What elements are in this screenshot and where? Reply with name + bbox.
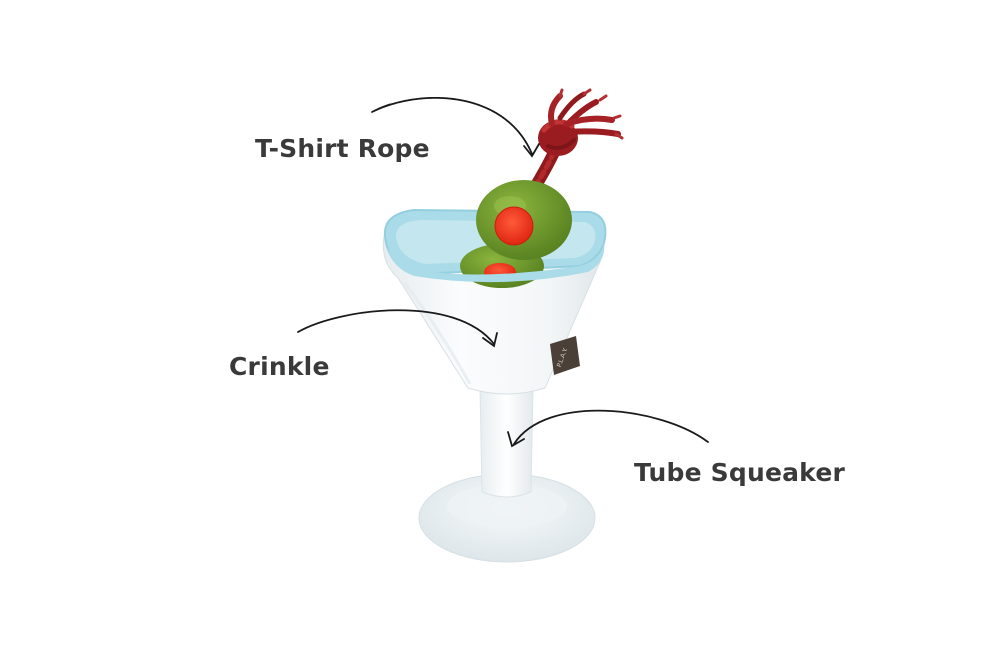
rope-arrow bbox=[371, 97, 533, 155]
callout-crinkle: Crinkle bbox=[229, 352, 330, 381]
tube-arrow bbox=[513, 409, 709, 445]
olive-upper bbox=[476, 180, 572, 260]
glass-base bbox=[418, 473, 596, 563]
tube-arrowhead bbox=[507, 431, 525, 448]
brand-tag: P.L.A.Y. bbox=[550, 336, 580, 375]
rope-arrowhead bbox=[523, 143, 540, 158]
rim-front-lip bbox=[386, 244, 605, 283]
callout-tube-squeaker: Tube Squeaker bbox=[634, 458, 846, 487]
crinkle-arrowhead bbox=[482, 332, 498, 348]
callout-arrows bbox=[297, 97, 709, 448]
glass-stem bbox=[479, 387, 534, 498]
callout-t-shirt-rope: T-Shirt Rope bbox=[255, 134, 430, 163]
crinkle-arrow bbox=[297, 309, 495, 345]
rope bbox=[524, 88, 624, 202]
